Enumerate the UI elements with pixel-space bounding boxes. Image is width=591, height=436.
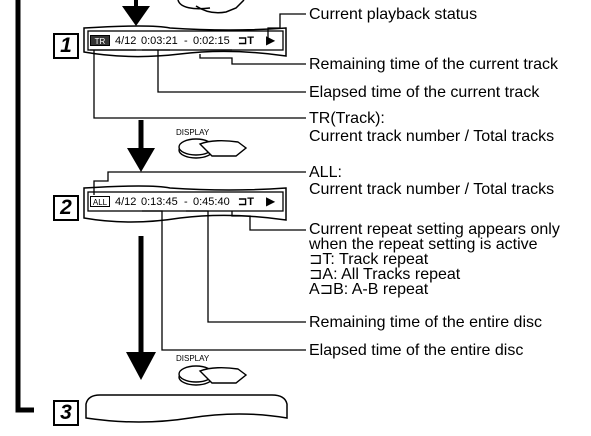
arrow-2-to-3-head xyxy=(126,352,156,380)
step-1-marker: 1 xyxy=(53,33,79,59)
play-icon: ▶ xyxy=(266,33,276,47)
screen-2-panel xyxy=(83,185,287,223)
leaders-screen-2 xyxy=(93,171,306,351)
mode-badge-all: ALL xyxy=(90,196,110,207)
label-elapsed-track: Elapsed time of the current track xyxy=(309,84,540,101)
display-button-1-icon xyxy=(178,138,248,159)
display-button-label: DISPLAY xyxy=(176,128,210,137)
arrow-top-head xyxy=(122,6,150,26)
screen-1-remaining: 0:02:15 xyxy=(193,35,230,47)
screen-1-elapsed: 0:03:21 xyxy=(141,35,178,47)
mode-badge-tr: TR xyxy=(90,35,110,46)
step-2-marker: 2 xyxy=(53,195,79,221)
label-playback-status: Current playback status xyxy=(309,6,478,23)
screen-2-separator: - xyxy=(184,196,188,208)
label-tr-desc: Current track number / Total tracks xyxy=(309,128,555,145)
leaders-screen-1 xyxy=(90,13,306,119)
label-repeat-line-1: Current repeat setting appears only xyxy=(309,221,560,238)
play-icon: ▶ xyxy=(266,194,276,208)
screen-2-elapsed: 0:13:45 xyxy=(141,196,178,208)
label-elapsed-disc: Elapsed time of the entire disc xyxy=(309,342,524,359)
screen-1-track: 4/12 xyxy=(115,35,137,47)
screen-2-remaining: 0:45:40 xyxy=(193,196,230,208)
display-button-label: DISPLAY xyxy=(176,354,210,363)
screen-2-track: 4/12 xyxy=(115,196,137,208)
label-all-title: ALL: xyxy=(309,164,342,181)
label-tr-title: TR(Track): xyxy=(309,110,385,127)
step-3-marker: 3 xyxy=(53,400,79,426)
screen-1-panel xyxy=(83,25,287,58)
screen-3-panel xyxy=(85,394,288,423)
screen-2-repeat: ⊐T xyxy=(238,196,254,208)
display-button-2-icon xyxy=(178,365,248,386)
label-remaining-track: Remaining time of the current track xyxy=(309,56,558,73)
label-remaining-disc: Remaining time of the entire disc xyxy=(309,314,542,331)
label-repeat-line-2: when the repeat setting is active xyxy=(309,236,538,253)
screen-1-repeat: ⊐T xyxy=(238,35,254,47)
return-flow-line xyxy=(15,0,34,413)
label-all-desc: Current track number / Total tracks xyxy=(309,181,555,198)
label-repeat-t: ⊐T: Track repeat xyxy=(309,251,429,268)
label-repeat-ab: A⊐B: A-B repeat xyxy=(309,281,429,298)
remote-hand-top-icon xyxy=(177,0,245,14)
label-repeat-a: ⊐A: All Tracks repeat xyxy=(309,266,461,283)
screen-1-separator: - xyxy=(184,35,188,47)
arrow-1-to-2-head xyxy=(127,148,155,172)
